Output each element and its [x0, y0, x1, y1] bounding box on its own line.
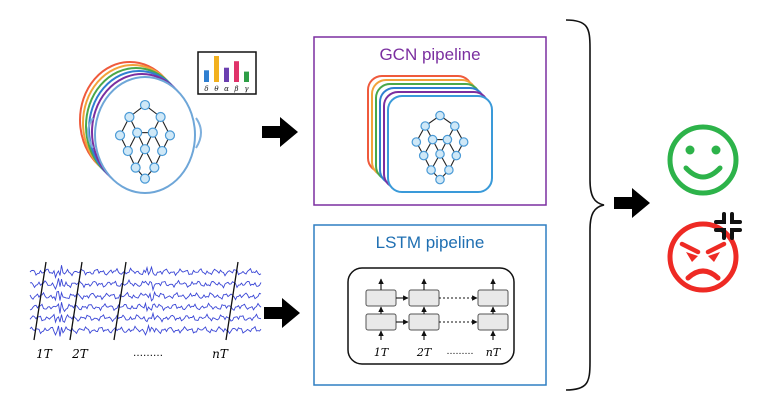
head-graph-node — [114, 130, 126, 141]
gcn-layer — [387, 95, 493, 193]
eeg-trace — [29, 265, 262, 279]
band-label: γ — [244, 85, 249, 93]
head-graph-node — [155, 111, 166, 123]
gcn-graph-node — [411, 137, 422, 147]
gcn-graph-node — [418, 150, 429, 161]
right-ear — [195, 117, 202, 149]
right-arrow-icon — [262, 117, 298, 147]
head-electrode-graph — [114, 99, 176, 184]
lstm-pipeline-box: LSTM pipeline 1T 2T ……… nT — [313, 224, 547, 386]
right-arrow-icon — [614, 188, 650, 218]
band-bar — [244, 71, 249, 82]
eeg-trace — [29, 311, 262, 324]
band-bar — [234, 61, 239, 82]
lstm-cell — [408, 289, 440, 307]
eeg-time-label-2: 2T — [71, 347, 89, 361]
eeg-trace — [29, 278, 262, 292]
head-graph-node — [147, 127, 158, 138]
head-graph-node — [132, 127, 143, 138]
lstm-time-label-dots: ……… — [447, 347, 474, 357]
head-graph-node — [157, 145, 168, 157]
eeg-time-label-dots: ……… — [133, 348, 163, 359]
band-bar — [214, 56, 219, 82]
eeg-time-divider — [113, 261, 127, 341]
left-ear — [87, 117, 94, 149]
eeg-trace — [29, 290, 262, 302]
head-graph-node — [122, 145, 133, 157]
eeg-time-label-1: 1T — [36, 347, 53, 361]
lstm-cell — [477, 313, 509, 331]
anger-symbol-icon — [714, 212, 742, 240]
gcn-graph-node — [444, 165, 454, 175]
lstm-time-label-1: 1T — [374, 346, 390, 359]
gcn-graph-node — [442, 134, 453, 145]
gcn-graph-node — [449, 121, 460, 131]
gcn-graph-node — [458, 137, 469, 147]
eeg-trace — [29, 323, 262, 337]
happy-face-icon — [667, 124, 739, 196]
lstm-cell — [477, 289, 509, 307]
eeg-time-label-n: nT — [212, 347, 229, 361]
eeg-time-divider — [33, 261, 47, 341]
gcn-graph-node — [435, 149, 445, 159]
head-graph-node — [149, 162, 160, 173]
gcn-pipeline-box: GCN pipeline — [313, 36, 547, 206]
gcn-title: GCN pipeline — [379, 45, 480, 64]
band-bar — [204, 70, 209, 82]
head-graph-node — [130, 162, 141, 173]
eeg-head-group — [79, 61, 202, 194]
eeg-time-divider — [225, 261, 239, 341]
gcn-graph-node — [451, 150, 462, 161]
angry-face-icon — [667, 221, 739, 293]
gcn-graph-node — [426, 165, 436, 175]
gcn-graph — [411, 110, 469, 185]
eeg-traces — [29, 265, 262, 337]
eeg-time-dividers — [33, 261, 239, 341]
right-arrow-icon — [264, 298, 300, 328]
band-bars — [204, 56, 249, 82]
lstm-time-label-n: nT — [486, 346, 502, 359]
head-graph-node — [139, 99, 151, 111]
lstm-title: LSTM pipeline — [376, 233, 485, 252]
eeg-signals: 1T 2T ……… nT — [29, 261, 262, 361]
band-label: δ — [204, 85, 208, 93]
head-outline — [94, 76, 196, 194]
head-graph-node — [124, 111, 135, 123]
band-label: θ — [214, 85, 219, 93]
head-graph-node — [164, 130, 176, 141]
lstm-cell — [408, 313, 440, 331]
gcn-graph-node — [435, 110, 445, 121]
head-graph-node — [139, 144, 151, 155]
band-bar — [224, 67, 229, 82]
lstm-time-label-2: 2T — [416, 346, 433, 359]
curly-brace-icon — [565, 19, 605, 391]
lstm-network — [365, 278, 509, 340]
lstm-cell — [365, 313, 397, 331]
gcn-graph-node — [427, 134, 438, 145]
band-label: β — [233, 85, 238, 93]
band-label: α — [224, 85, 229, 93]
lstm-cell — [365, 289, 397, 307]
gcn-graph-node — [420, 121, 430, 131]
head-graph-node — [139, 173, 151, 184]
gcn-graph-node — [435, 174, 445, 185]
eeg-trace — [29, 301, 262, 314]
eeg-time-divider — [69, 261, 83, 341]
